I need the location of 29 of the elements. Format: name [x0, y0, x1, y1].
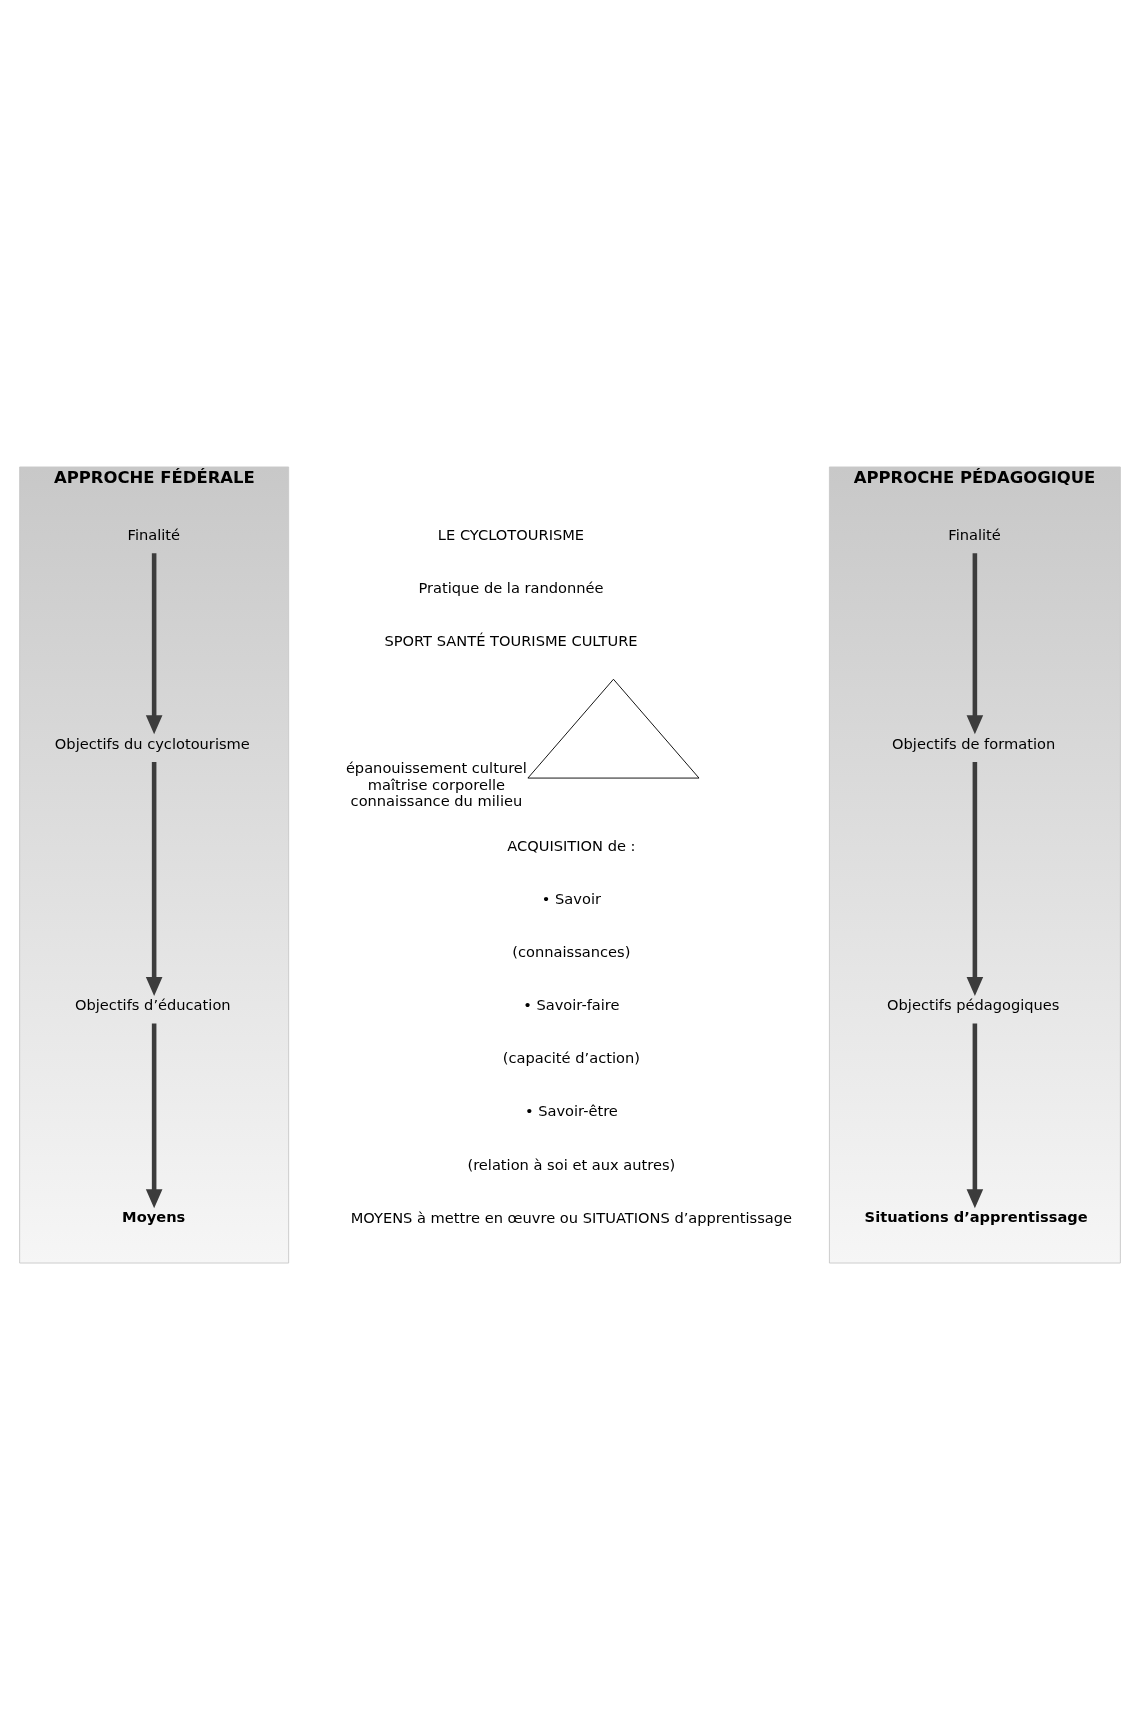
label: Pratique de la randonnée [418, 579, 604, 597]
label: • Savoir-faire [523, 996, 620, 1014]
label: (relation à soi et aux autres) [467, 1155, 676, 1173]
arrow [145, 553, 163, 735]
node-label: maîtrise corporelle [367, 775, 506, 793]
arrow [145, 1023, 163, 1209]
arrow [966, 1023, 984, 1209]
node-text: Moyens [122, 1207, 186, 1225]
node-text: Objectifs d’éducation [74, 996, 231, 1014]
node-text: Objectifs du cyclotourisme [54, 734, 250, 752]
node-text: Objectifs de formation [892, 734, 1056, 752]
node-label: connaissance du milieu [350, 792, 523, 810]
node-text: Situations d’apprentissage [864, 1207, 1088, 1225]
node-label: épanouissement culturel [345, 759, 527, 777]
node-text: Finalité [127, 526, 181, 543]
label: ACQUISITION de : [507, 837, 636, 855]
arrow [145, 761, 163, 996]
node-text: Finalité [948, 526, 1001, 543]
label: • Savoir [541, 890, 601, 908]
label: LE CYCLOTOURISME [437, 526, 585, 543]
label: • Savoir-être [524, 1102, 618, 1120]
label: MOYENS à mettre en œuvre ou SITUATIONS d’apprentissage [350, 1208, 793, 1226]
label: SPORT SANTÉ TOURISME CULTURE [384, 632, 638, 650]
label: (connaissances) [512, 943, 631, 961]
node-text: Objectifs pédagogiques [887, 996, 1060, 1014]
label: (capacité d’action) [502, 1049, 640, 1067]
arrow [966, 761, 984, 996]
node-triangle [527, 678, 700, 779]
arrow [966, 553, 984, 735]
